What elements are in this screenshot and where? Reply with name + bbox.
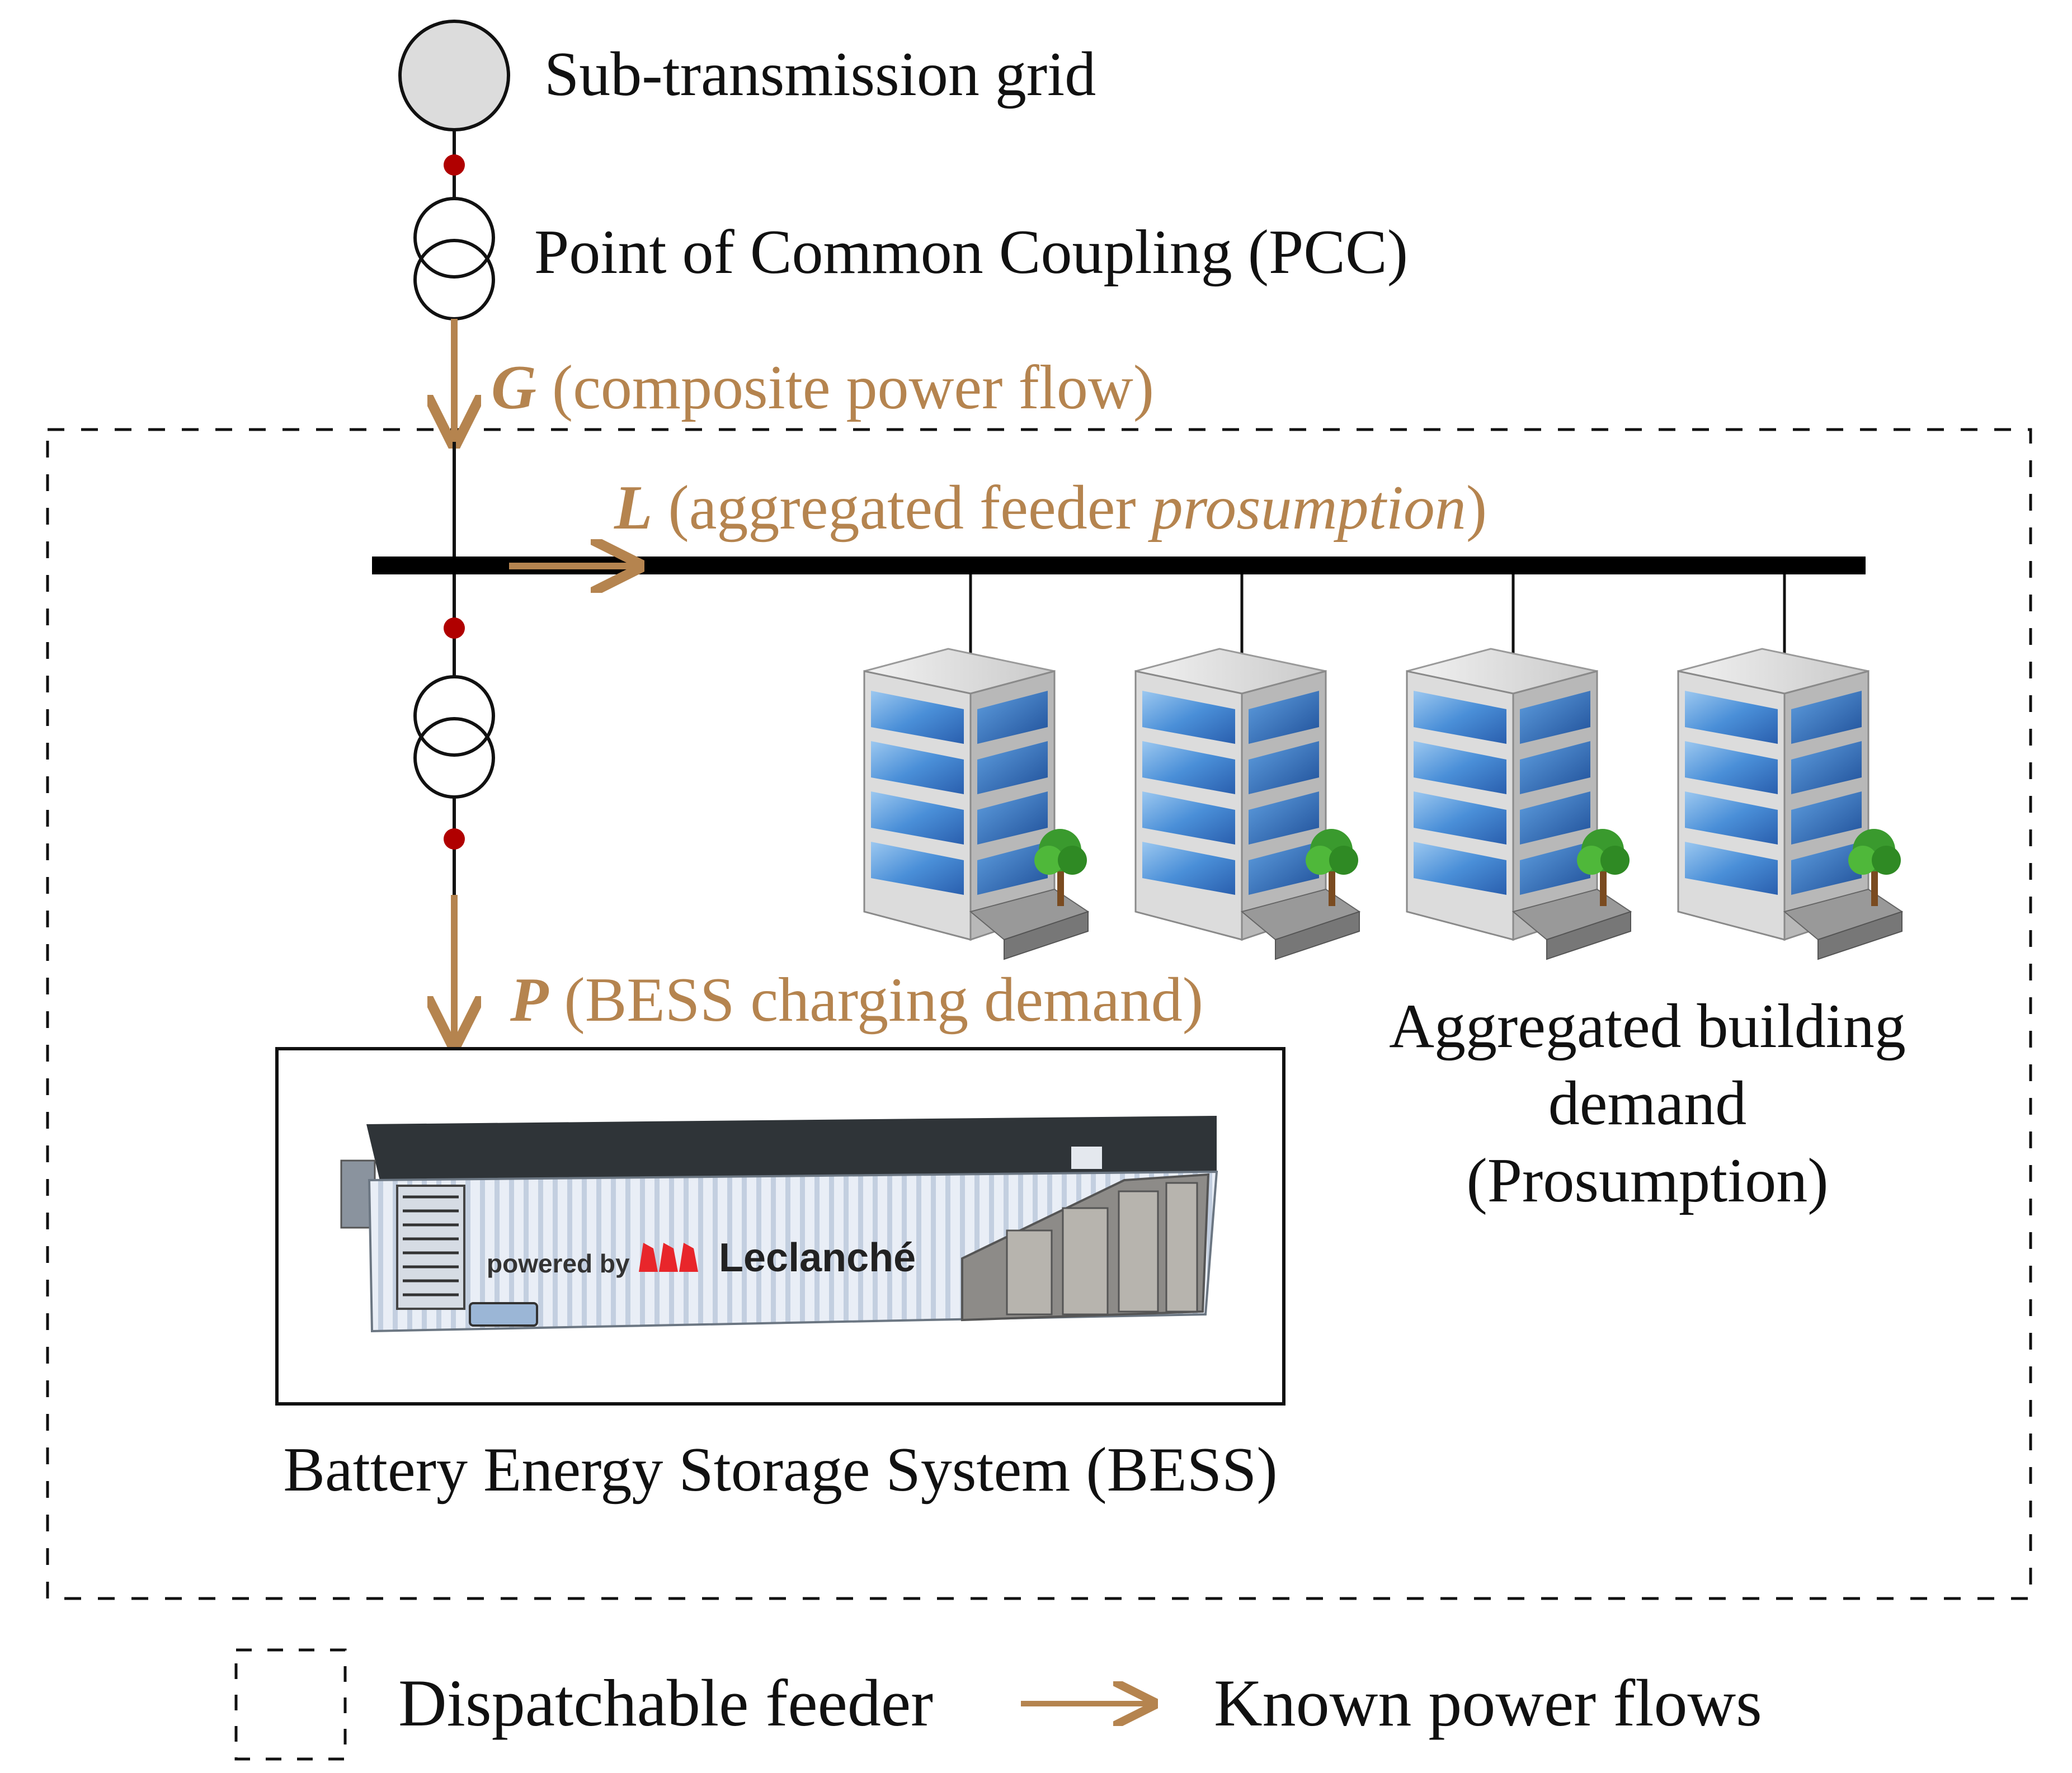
transformer-icon bbox=[413, 675, 495, 799]
buildings-label-line2: demand bbox=[1548, 1069, 1747, 1138]
g-symbol: G bbox=[491, 353, 536, 422]
l-text-post: ) bbox=[1466, 473, 1487, 543]
l-text-italic: prosumption bbox=[1148, 473, 1466, 543]
building-2 bbox=[1134, 648, 1360, 960]
building-3 bbox=[1406, 648, 1632, 960]
g-text: (composite power flow) bbox=[536, 353, 1154, 422]
node-dot bbox=[444, 617, 465, 639]
legend-flows-label: Known power flows bbox=[1214, 1666, 1762, 1740]
building-1 bbox=[863, 648, 1089, 960]
pcc-label: Point of Common Coupling (PCC) bbox=[534, 218, 1408, 287]
l-symbol: L bbox=[614, 473, 652, 543]
node-dot bbox=[444, 828, 465, 850]
bess-brand-name: Leclanché bbox=[719, 1236, 916, 1280]
leclanche-logo-icon bbox=[639, 1243, 698, 1272]
p-text: (BESS charging demand) bbox=[548, 965, 1203, 1035]
p-symbol: P bbox=[510, 965, 549, 1035]
buildings-label-line3: (Prosumption) bbox=[1466, 1146, 1828, 1215]
node-dot bbox=[444, 154, 465, 176]
bess-label: Battery Energy Storage System (BESS) bbox=[283, 1435, 1277, 1505]
grid-label: Sub-transmission grid bbox=[544, 40, 1096, 109]
bess-brand-prefix: powered by bbox=[487, 1249, 630, 1278]
transformer-icon bbox=[413, 197, 495, 320]
dispatchable-feeder-boundary bbox=[46, 428, 2032, 1600]
p-flow-label: P (BESS charging demand) bbox=[510, 965, 1203, 1035]
g-flow-label: G (composite power flow) bbox=[491, 353, 1154, 422]
l-flow-label: L (aggregated feeder prosumption) bbox=[614, 473, 1487, 543]
building-4 bbox=[1677, 648, 1903, 960]
buildings-label-line1: Aggregated building bbox=[1389, 992, 1906, 1061]
legend-dashed-box-icon bbox=[234, 1648, 347, 1761]
grid-node-icon bbox=[398, 20, 510, 131]
l-text-pre: (aggregated feeder bbox=[652, 473, 1151, 543]
battery-container-icon: powered by Leclanché bbox=[340, 1116, 1218, 1333]
legend-feeder-label: Dispatchable feeder bbox=[398, 1666, 933, 1740]
